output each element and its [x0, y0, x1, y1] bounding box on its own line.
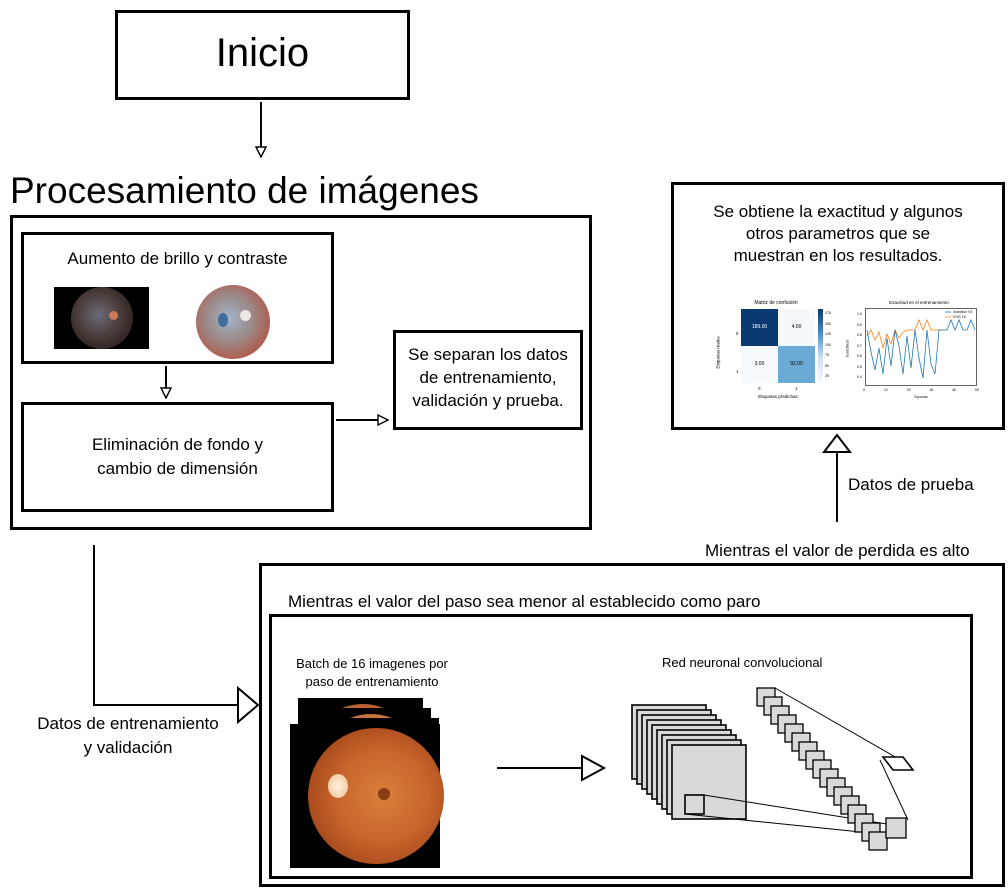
legend-inception: Inception V4 [953, 309, 973, 314]
accuracy-plot [865, 308, 977, 386]
acc-ytick-1: 1.0 [857, 312, 862, 316]
retina-image-enhanced [196, 285, 270, 359]
cnn-input-volume [631, 704, 747, 820]
acc-xtick-30: 30 [929, 388, 934, 392]
loss-condition-label: Mientras el valor de perdida es alto [705, 541, 970, 560]
series-inception-line [866, 318, 976, 379]
processing-title: Procesamiento de imágenes [10, 170, 479, 211]
acc-xtick-50: 50 [975, 388, 979, 392]
arrow-processing-to-training [93, 545, 250, 706]
results-label: Se obtiene la exactitud y algunos otros … [713, 202, 963, 265]
acc-ytick-4: 0.7 [857, 343, 862, 348]
batch-label: Batch de 16 imagenes por paso de entrena… [296, 656, 448, 689]
acc-xtick-0: 0 [863, 388, 865, 392]
accuracy-title: Exactitud en el entrenamiento [889, 300, 949, 305]
start-label: Inicio [215, 31, 310, 75]
acc-ytick-2: 0.9 [857, 322, 862, 327]
acc-xtick-10: 10 [883, 388, 888, 392]
macula [378, 788, 390, 800]
retina-image-original [54, 287, 149, 349]
cnn-label: Red neuronal convolucional [662, 655, 823, 670]
retina-batch-stack [290, 698, 460, 868]
acc-ytick-6: 0.5 [857, 364, 862, 369]
legend-vgg16: VGG 16 [953, 314, 966, 319]
brightness-contrast-box: Aumento de brillo y contraste [21, 232, 334, 364]
train-val-label: Datos de entrenamiento y validación [37, 714, 219, 757]
brightness-contrast-label: Aumento de brillo y contraste [67, 249, 288, 268]
acc-ytick-5: 0.6 [857, 354, 862, 358]
acc-xtick-20: 20 [906, 388, 911, 392]
confusion-value-tr: 4.00 [791, 324, 802, 330]
accuracy-xlabel: Epocas [914, 394, 928, 399]
cnn-output-node [881, 756, 915, 771]
acc-ytick-7: 0.4 [857, 375, 862, 379]
confusion-value-tl: 189.00 [751, 324, 768, 330]
accuracy-legend [945, 311, 951, 318]
confusion-cell-tr: 4.00 [778, 309, 815, 346]
background-removal-label: Eliminación de fondo y cambio de dimensi… [91, 435, 264, 478]
step-condition-label: Mientras el valor del paso sea menor al … [288, 592, 761, 611]
acc-xtick-40: 40 [952, 388, 957, 392]
data-split-label: Se separan los datos de entrenamiento, v… [408, 345, 568, 410]
colorbar-tick-125: 125 [825, 332, 831, 336]
start-node: Inicio [115, 10, 410, 100]
colorbar-tick-75: 75 [825, 353, 829, 357]
confusion-cell-bl: 3.00 [741, 346, 778, 383]
colorbar-tick-25: 25 [825, 374, 829, 378]
confusion-col-tick-0: 0 [758, 386, 761, 391]
confusion-matrix-chart: Matriz de confusión Etiquetas reales 0 1… [714, 300, 831, 410]
colorbar-tick-150: 150 [825, 321, 831, 326]
confusion-col-tick-1: 1 [795, 386, 798, 391]
series-vgg16-line [866, 318, 947, 350]
confusion-value-bl: 3.00 [754, 361, 765, 367]
confusion-value-br: 92.00 [790, 361, 803, 367]
confusion-row-tick-1: 1 [736, 369, 739, 374]
colorbar-tick-50: 50 [825, 363, 829, 368]
data-split-box: Se separan los datos de entrenamiento, v… [393, 330, 583, 430]
colorbar-tick-100: 100 [825, 342, 831, 347]
accuracy-chart: Exactitud en el entrenamiento Exactitud … [845, 300, 979, 410]
confusion-xlabel: Etiquetas predichas [758, 394, 798, 399]
cnn-feature-maps [756, 687, 907, 851]
background-removal-box: Eliminación de fondo y cambio de dimensi… [21, 402, 334, 512]
test-data-label: Datos de prueba [848, 475, 974, 494]
confusion-cell-br: 92.00 [778, 346, 815, 383]
colorbar-tick-175: 175 [825, 311, 831, 315]
confusion-cell-tl: 189.00 [741, 309, 778, 346]
cnn-receptive-field [684, 794, 705, 815]
results-box: Se obtiene la exactitud y algunos otros … [671, 182, 1005, 430]
confusion-row-tick-0: 0 [736, 331, 739, 336]
optic-disc [328, 774, 348, 798]
confusion-colorbar [818, 309, 823, 383]
confusion-title: Matriz de confusión [754, 300, 798, 306]
acc-ytick-3: 0.8 [857, 333, 862, 337]
